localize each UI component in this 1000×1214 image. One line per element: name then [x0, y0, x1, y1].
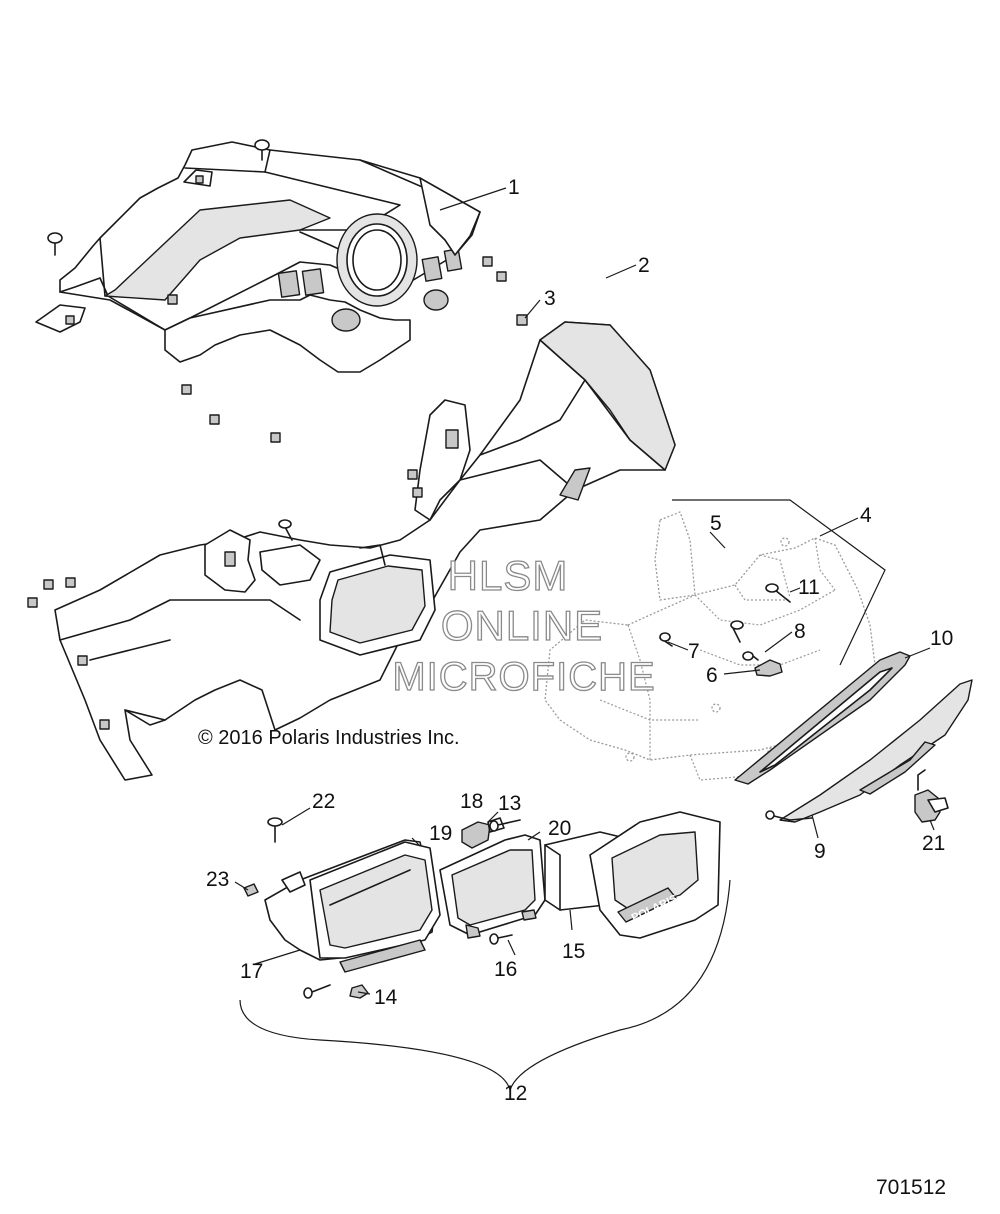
watermark: HLSM ONLINE MICROFICHE: [392, 551, 656, 699]
callout-8: 8: [794, 620, 806, 643]
callout-18: 18: [460, 790, 483, 813]
callout-21: 21: [922, 832, 945, 855]
callout-6: 6: [706, 664, 718, 687]
callout-23: 23: [206, 868, 229, 891]
watermark-line-1: HLSM: [448, 552, 569, 599]
callout-10: 10: [930, 627, 953, 650]
callout-12: 12: [504, 1082, 527, 1105]
callout-5: 5: [710, 512, 722, 535]
fasteners: [243, 817, 521, 999]
callout-22: 22: [312, 790, 335, 813]
callout-20: 20: [548, 817, 571, 840]
callout-1: 1: [508, 176, 520, 199]
part-door-seal: [734, 651, 911, 785]
part-cover: POLARIS: [589, 811, 721, 939]
callout-labels: 1 2 3 4 5 6 7 8 9 10 11 12 13 14 15 16 1…: [206, 176, 953, 1105]
copyright-notice: © 2016 Polaris Industries Inc.: [198, 727, 460, 749]
callout-19: 19: [429, 822, 452, 845]
callout-15: 15: [562, 940, 585, 963]
watermark-line-3: MICROFICHE: [392, 655, 655, 699]
part-glove-box-door: [765, 679, 973, 823]
callout-16: 16: [494, 958, 517, 981]
callout-11: 11: [798, 576, 820, 599]
part-frame: [439, 834, 546, 939]
part-latch: [914, 769, 949, 823]
part-upper-dash-panel: [35, 139, 528, 443]
callout-14: 14: [374, 986, 398, 1009]
callout-2: 2: [638, 254, 650, 277]
callout-4: 4: [860, 504, 872, 527]
figure-number: 701512: [876, 1176, 946, 1199]
callout-13: 13: [498, 792, 521, 815]
callout-17: 17: [240, 960, 263, 983]
leader-lines: [234, 187, 935, 1093]
part-storage-housing: [264, 839, 441, 973]
callout-3: 3: [544, 287, 556, 310]
watermark-line-2: ONLINE: [441, 602, 603, 649]
callout-9: 9: [814, 840, 826, 863]
callout-7: 7: [688, 640, 700, 663]
part-lower-dash-panel: [27, 321, 676, 781]
